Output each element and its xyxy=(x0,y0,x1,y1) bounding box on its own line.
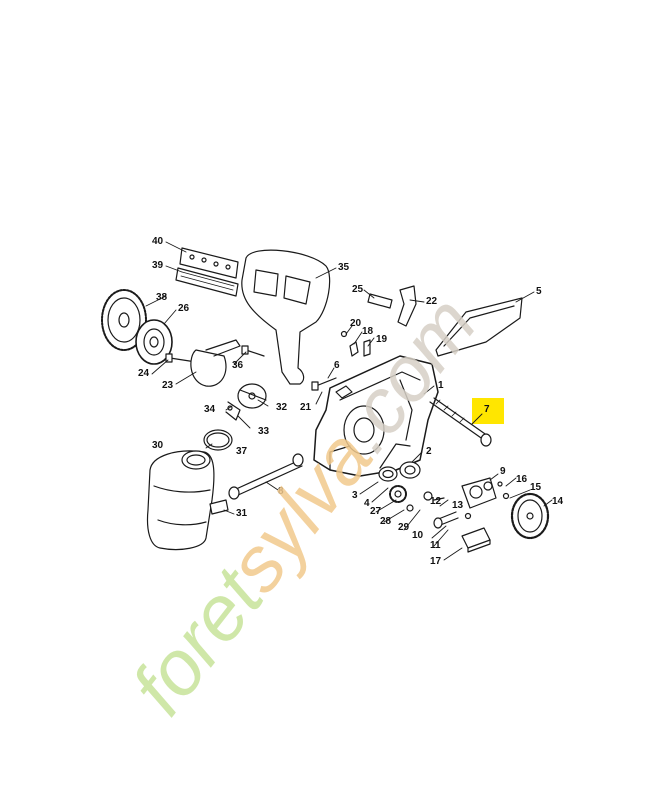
callout-26: 26 xyxy=(178,303,190,314)
part-17-block xyxy=(461,527,491,553)
callout-36: 36 xyxy=(232,360,244,371)
callout-30: 30 xyxy=(152,440,164,451)
part-6-21-pin xyxy=(311,377,353,399)
part-2-3-4-bearings xyxy=(378,461,421,482)
callout-33: 33 xyxy=(258,426,270,437)
callout-11: 11 xyxy=(430,540,441,551)
callout-38: 38 xyxy=(156,292,168,303)
callout-16: 16 xyxy=(516,474,528,485)
callout-23: 23 xyxy=(162,380,174,391)
callout-19: 19 xyxy=(376,334,388,345)
callout-37: 37 xyxy=(236,446,248,457)
part-35-handle xyxy=(241,249,331,385)
part-10-screw xyxy=(433,511,459,529)
callout-13: 13 xyxy=(452,500,464,511)
callout-2: 2 xyxy=(426,446,432,457)
callout-29: 29 xyxy=(398,522,410,533)
part-7-bolt xyxy=(429,397,492,447)
callout-4: 4 xyxy=(364,498,370,509)
part-8-hose xyxy=(228,453,304,500)
callout-10: 10 xyxy=(412,530,424,541)
callout-28: 28 xyxy=(380,516,392,527)
part-9-pump xyxy=(461,477,497,509)
highlight-box-part-7 xyxy=(472,398,504,424)
callout-7: 7 xyxy=(484,404,490,415)
callout-14: 14 xyxy=(552,496,564,507)
callout-32: 32 xyxy=(276,402,288,413)
part-28-29-washers xyxy=(406,491,445,512)
part-27-spring xyxy=(389,485,407,503)
callout-9: 9 xyxy=(500,466,506,477)
part-15-16-small xyxy=(497,481,510,500)
callout-25: 25 xyxy=(352,284,364,295)
part-14-sprocket xyxy=(510,492,550,540)
part-30-tank xyxy=(146,450,215,551)
callout-34: 34 xyxy=(204,404,216,415)
callout-18: 18 xyxy=(362,326,374,337)
part-23-clamp xyxy=(190,339,241,387)
part-39-strip xyxy=(175,267,239,297)
callout-5: 5 xyxy=(536,286,542,297)
callout-6: 6 xyxy=(334,360,340,371)
leader-lines xyxy=(145,241,553,561)
part-1-crankcase xyxy=(313,355,439,477)
callout-3: 3 xyxy=(352,490,358,501)
callout-22: 22 xyxy=(426,296,438,307)
part-36-screw xyxy=(241,345,265,357)
part-31-bushing xyxy=(209,499,229,515)
callout-15: 15 xyxy=(530,482,542,493)
callout-40: 40 xyxy=(152,236,164,247)
callout-17: 17 xyxy=(430,556,442,567)
part-26-drum xyxy=(135,319,173,365)
part-37-ring xyxy=(203,429,233,451)
callout-24: 24 xyxy=(138,368,150,379)
callout-35: 35 xyxy=(338,262,350,273)
callout-21: 21 xyxy=(300,402,312,413)
part-38-gear xyxy=(101,289,147,351)
callout-31: 31 xyxy=(236,508,248,519)
part-11-12-small xyxy=(464,512,472,520)
callout-12: 12 xyxy=(430,496,442,507)
callout-39: 39 xyxy=(152,260,164,271)
callout-1: 1 xyxy=(438,380,444,391)
part-18-19-20-small xyxy=(340,330,371,357)
part-40-plate xyxy=(179,247,239,279)
part-5-plate xyxy=(435,297,523,357)
part-22-25-lever xyxy=(367,285,417,327)
part-32-cap xyxy=(237,383,267,409)
callout-27: 27 xyxy=(370,506,382,517)
callout-8: 8 xyxy=(278,486,284,497)
callout-20: 20 xyxy=(350,318,362,329)
part-33-34-clip xyxy=(225,401,241,421)
